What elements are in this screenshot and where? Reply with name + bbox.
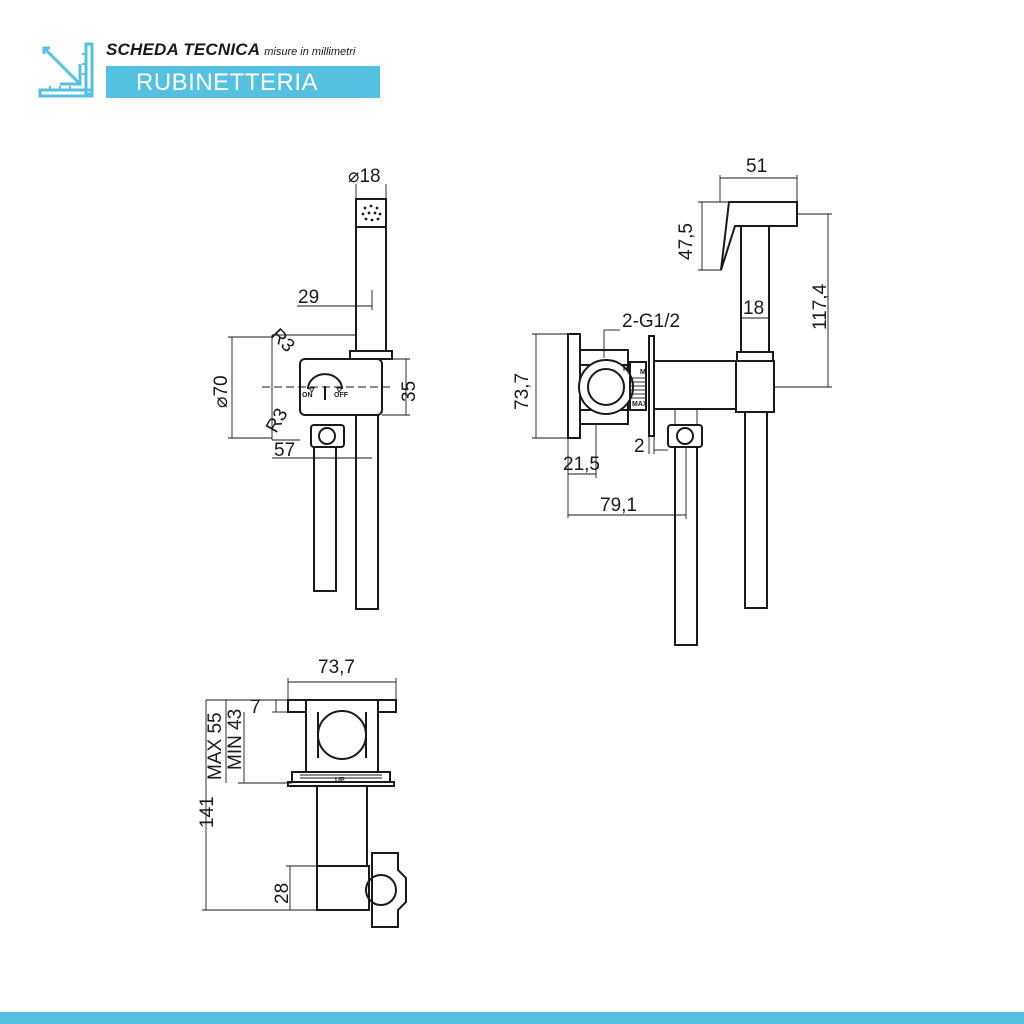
top-flange-right [377, 699, 397, 713]
side-label-h: H [623, 366, 628, 373]
page-title: SCHEDA TECNICA [106, 40, 261, 59]
top-cartridge [317, 710, 368, 760]
dim-shower-diameter: 18 [743, 298, 764, 319]
top-holder [316, 865, 370, 911]
side-dimensions: 51 47,5 117,4 18 2-G1/2 73,7 2 21,5 79,1 [512, 156, 832, 519]
front-nut-ring [318, 427, 336, 445]
dim-radius-top: R3 [266, 325, 298, 357]
top-view: UP 73,7 7 MAX 55 MIN 43 141 28 [197, 657, 407, 928]
side-holder-collar [736, 351, 774, 362]
dim-flange: 7 [250, 697, 261, 718]
dim-head-height: 47,5 [676, 223, 697, 260]
front-wall-plate [271, 334, 355, 441]
front-spray-nozzles [361, 204, 382, 222]
side-shower-handle [740, 225, 770, 353]
dim-outlet: 28 [272, 883, 293, 904]
side-cartridge-outer [578, 359, 634, 415]
side-label-max: MAX [632, 401, 648, 408]
front-on-arrow [308, 387, 315, 393]
dim-body-height: 35 [399, 381, 420, 402]
dim-total-depth: 141 [197, 796, 218, 828]
dim-bottom-offset: 57 [274, 440, 295, 461]
front-label-on: ON [302, 392, 313, 399]
dim-plate-thickness: 2 [634, 436, 645, 457]
dim-hose-offset: 29 [298, 287, 319, 308]
side-cartridge-inner [587, 368, 625, 406]
top-flange-left [287, 699, 307, 713]
side-valve-arm [653, 360, 737, 410]
side-shower-hose [744, 411, 768, 609]
front-inlet-pipe [313, 446, 337, 592]
dim-plate-diameter: ⌀70 [211, 375, 232, 408]
dim-radius-bottom: R3 [262, 405, 292, 437]
bottom-bar [0, 1012, 1024, 1024]
dim-depth-min: MIN 43 [225, 709, 246, 770]
dim-box-height: 73,7 [512, 373, 533, 410]
page-subtitle: misure in millimetri [264, 46, 356, 58]
category-label: RUBINETTERIA [136, 69, 319, 96]
dim-outlet-distance: 79,1 [600, 495, 637, 516]
front-view: ON OFF ⌀18 29 R3 R3 ⌀70 35 57 [211, 166, 420, 610]
dim-box-depth: 21,5 [563, 454, 600, 475]
category-band: RUBINETTERIA [106, 66, 380, 98]
top-dimensions: 73,7 7 MAX 55 MIN 43 141 28 [197, 657, 397, 911]
top-label-up: UP [335, 777, 345, 784]
ruler-pencil-icon [36, 40, 96, 100]
top-valve-arm [316, 785, 368, 867]
front-shower-hose [355, 414, 379, 610]
top-hatch [300, 774, 382, 779]
top-shower-connector [371, 852, 407, 928]
side-shower-head [720, 201, 798, 271]
dim-depth-max: MAX 55 [205, 712, 226, 780]
dim-head-width: 51 [746, 156, 767, 177]
side-holder-block [735, 360, 775, 413]
front-dimensions: ⌀18 29 R3 R3 ⌀70 35 57 [211, 166, 420, 461]
side-view: H M MAX 51 47,5 117,4 18 [512, 156, 832, 646]
side-hatch [629, 361, 647, 411]
front-label-off: OFF [334, 392, 349, 399]
dim-total-height: 117,4 [810, 283, 831, 330]
side-label-m: M [640, 369, 646, 376]
dim-top-width: 73,7 [318, 657, 355, 678]
front-shower-head [355, 198, 387, 228]
dim-connection: 2-G1/2 [622, 311, 680, 332]
front-off-arrow [336, 387, 343, 393]
front-lever-arc [307, 373, 343, 390]
dim-diameter-18: ⌀18 [348, 166, 381, 187]
front-handle-collar [349, 350, 393, 360]
